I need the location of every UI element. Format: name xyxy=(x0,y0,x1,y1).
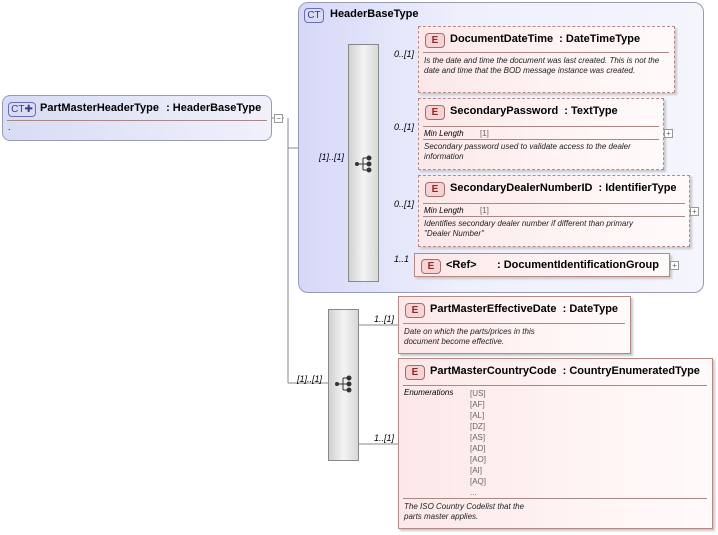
cardinality: 0..[1] xyxy=(394,122,415,132)
element-badge: E xyxy=(425,33,445,48)
enumeration-value: [AD] xyxy=(470,444,486,453)
element-type: : CountryEnumeratedType xyxy=(562,365,700,377)
divider xyxy=(403,498,707,499)
element-name: PartMasterCountryCode xyxy=(430,365,557,377)
enumeration-list: [US] [AF] [AL] [DZ] [AS] [AD] [AO] [AI] … xyxy=(470,388,486,498)
element-type: : IdentifierType xyxy=(598,182,677,194)
element-name: DocumentDateTime xyxy=(450,33,554,45)
expand-icon[interactable]: + xyxy=(670,261,679,270)
divider xyxy=(7,120,267,121)
element-badge: E xyxy=(405,303,425,318)
element-badge: E xyxy=(425,105,445,120)
cardinality: 0..[1] xyxy=(394,49,415,59)
element-document-identification-group[interactable]: E <Ref> : DocumentIdentificationGroup xyxy=(414,253,670,277)
enumeration-value: [AO] xyxy=(470,455,487,464)
element-type: : DateTimeType xyxy=(559,33,641,45)
element-description: Date on which the parts/prices in this d… xyxy=(404,327,535,346)
element-description: Is the date and time the document was la… xyxy=(424,56,660,75)
cardinality: 1..1 xyxy=(394,254,410,264)
enumeration-value: [AL] xyxy=(470,411,485,420)
element-document-date-time[interactable]: E DocumentDateTime : DateTimeType Is the… xyxy=(418,26,675,93)
element-title: PartMasterCountryCode : CountryEnumerate… xyxy=(430,365,700,377)
element-part-master-effective-date[interactable]: E PartMasterEffectiveDate : DateType Dat… xyxy=(398,296,631,354)
sequence-icon xyxy=(355,155,372,173)
plus-icon: ✚ xyxy=(24,104,33,115)
root-complex-type[interactable]: CT✚ PartMasterHeaderType : HeaderBaseTyp… xyxy=(2,95,272,141)
element-part-master-country-code[interactable]: E PartMasterCountryCode : CountryEnumera… xyxy=(398,358,713,529)
element-description: Identifies secondary dealer number if di… xyxy=(424,219,633,238)
element-badge: E xyxy=(421,259,441,274)
element-type: : DocumentIdentificationGroup xyxy=(497,259,659,271)
divider xyxy=(423,203,685,204)
element-type: : DateType xyxy=(562,303,619,315)
element-name: SecondaryDealerNumberID xyxy=(450,182,593,194)
expand-icon[interactable]: + xyxy=(690,207,699,216)
enumeration-value: ... xyxy=(470,488,477,497)
base-type-badge: CT xyxy=(304,8,324,23)
facet-value: [1] xyxy=(480,129,489,138)
base-type-title: HeaderBaseType xyxy=(330,8,419,20)
facet-value: [1] xyxy=(480,206,489,215)
element-badge: E xyxy=(425,182,445,197)
sequence-icon xyxy=(335,375,352,393)
enumeration-value: [AQ] xyxy=(470,477,487,486)
collapse-icon[interactable]: − xyxy=(274,114,283,123)
element-badge: E xyxy=(405,365,425,380)
element-description: The ISO Country Codelist that the parts … xyxy=(404,502,525,521)
cardinality: 0..[1] xyxy=(394,199,415,209)
sequence-cardinality: [1]..[1] xyxy=(297,374,323,384)
enumerations-label: Enumerations xyxy=(404,388,454,397)
divider xyxy=(403,385,707,386)
enumeration-value: [DZ] xyxy=(470,422,486,431)
sequence-compositor[interactable] xyxy=(328,309,359,461)
root-type: : HeaderBaseType xyxy=(166,102,262,114)
root-name: PartMasterHeaderType xyxy=(40,102,160,114)
sequence-compositor[interactable] xyxy=(348,44,379,282)
facet-label: Min Length xyxy=(424,206,464,215)
divider xyxy=(423,139,659,140)
element-secondary-dealer-number-id[interactable]: E SecondaryDealerNumberID : IdentifierTy… xyxy=(418,175,690,247)
expand-icon[interactable]: + xyxy=(664,129,673,138)
complex-type-badge: CT✚ xyxy=(8,102,36,117)
element-title: SecondaryDealerNumberID : IdentifierType xyxy=(450,182,677,194)
element-ref: <Ref> xyxy=(446,259,477,271)
root-title: PartMasterHeaderType : HeaderBaseType xyxy=(40,102,261,114)
element-secondary-password[interactable]: E SecondaryPassword : TextType Min Lengt… xyxy=(418,98,664,170)
element-type: : TextType xyxy=(564,105,618,117)
enumeration-value: [AF] xyxy=(470,400,485,409)
divider xyxy=(403,323,625,324)
divider xyxy=(423,52,669,53)
element-name: PartMasterEffectiveDate xyxy=(430,303,557,315)
cardinality: 1..[1] xyxy=(374,433,395,443)
facet-label: Min Length xyxy=(424,129,464,138)
divider xyxy=(423,126,659,127)
element-title: DocumentDateTime : DateTimeType xyxy=(450,33,640,45)
enumeration-value: [AI] xyxy=(470,466,483,475)
element-description: Secondary password used to validate acce… xyxy=(424,142,631,161)
divider xyxy=(423,216,685,217)
badge-label: CT xyxy=(11,104,25,115)
enumeration-value: [US] xyxy=(470,389,486,398)
element-name: SecondaryPassword xyxy=(450,105,559,117)
element-title: SecondaryPassword : TextType xyxy=(450,105,618,117)
enumeration-value: [AS] xyxy=(470,433,486,442)
sequence-cardinality: [1]..[1] xyxy=(319,152,345,162)
element-title: PartMasterEffectiveDate : DateType xyxy=(430,303,618,315)
cardinality: 1..[1] xyxy=(374,314,395,324)
root-note: . xyxy=(8,122,11,132)
